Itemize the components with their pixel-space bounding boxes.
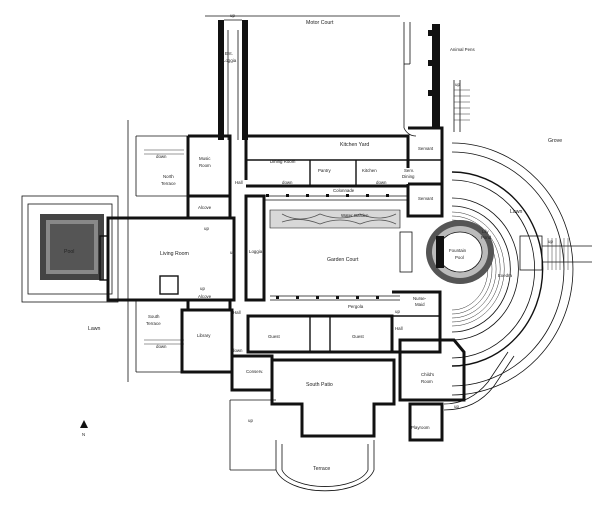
label-guest-1: Guest (268, 334, 280, 339)
label-servant-1: Servant (418, 146, 434, 151)
colonnade-and-garden-court (264, 194, 413, 301)
fountain-pool (426, 220, 494, 284)
label-motor-court: Motor Court (306, 20, 334, 26)
stair-mark-up: up (200, 286, 205, 291)
label-music-room-1: Music (199, 156, 211, 161)
stair-mark-down: down (156, 344, 167, 349)
label-alcove-north: Alcove (198, 205, 212, 210)
stair-mark-up: up (395, 309, 400, 314)
fireplace (159, 275, 179, 295)
label-servant-2: Servant (418, 196, 434, 201)
stair-marks: up up down down down up up up up down do… (156, 13, 553, 423)
label-water-garden: Water Garden (341, 213, 369, 218)
label-north-terrace-1: North (163, 174, 174, 179)
label-alcove-south: Alcove (198, 294, 212, 299)
label-lawn-west: Lawn (88, 326, 101, 332)
east-stair-steps (547, 238, 569, 270)
water-garden (269, 209, 401, 229)
pergola-columns (276, 296, 379, 299)
label-hall-south-east: Hall (395, 326, 403, 331)
southeast-drive (443, 351, 515, 411)
label-ent-loggia-2: Loggia (223, 58, 237, 63)
stair-mark-down: down (282, 180, 293, 185)
label-south-patio: South Patio (306, 382, 333, 388)
south-terrace-steps (144, 339, 184, 345)
label-lawn-east: Lawn (510, 209, 523, 215)
label-conserv: Conserv. (246, 369, 263, 374)
label-guest-2: Guest (352, 334, 364, 339)
label-loggia: Loggia (249, 249, 263, 254)
stair-mark-up: up (548, 239, 553, 244)
stair-mark-up: up (230, 13, 235, 18)
label-animal-pens: Animal Pens (450, 47, 475, 52)
label-music-room-2: Room (199, 163, 211, 168)
label-south-terrace-1: South (148, 314, 160, 319)
label-pantry: Pantry (318, 168, 331, 173)
animal-pens-wall (428, 24, 440, 128)
label-terrace: Terrace (313, 466, 330, 472)
north-terrace-steps (144, 149, 184, 155)
label-serv-dining-1: Serv. (404, 168, 414, 173)
label-lily-pond-2: Pond (481, 235, 492, 240)
motor-court-edges (205, 15, 417, 137)
stair-mark-down: down (156, 154, 167, 159)
label-library: Library (197, 333, 211, 338)
label-dining-room: Dining Room (270, 159, 296, 164)
label-ent-loggia-1: Ent. (225, 51, 233, 56)
label-hall-north: Hall (235, 180, 243, 185)
label-playroom: Playroom (411, 425, 430, 430)
label-exedra: Exedra (498, 273, 512, 278)
colonnade-columns (266, 194, 389, 197)
label-kitchen: Kitchen (362, 168, 377, 173)
stair-mark-down: down (376, 180, 387, 185)
label-nurse-maid-2: Maid (415, 302, 425, 307)
entrance-loggia (218, 19, 248, 140)
label-hall-south-west: Hall (233, 310, 241, 315)
label-north-terrace-2: Terrace (161, 181, 176, 186)
south-terrace (229, 399, 375, 492)
stair-mark-up: up (204, 226, 209, 231)
label-south-terrace-2: Terrace (146, 321, 161, 326)
main-house-walls (99, 126, 466, 442)
label-lily-pond-1: Lily (482, 229, 489, 234)
label-fountain-pool-2: Pool (455, 255, 464, 260)
stair-mark-up: up (230, 250, 235, 255)
label-kitchen-yard: Kitchen Yard (340, 142, 369, 148)
stair-mark-up: up (455, 82, 460, 87)
label-pergola: Pergola (348, 304, 364, 309)
stair-mark-up: up (248, 418, 253, 423)
stair-mark-down: down (232, 348, 243, 353)
stair-mark-up: up (454, 404, 459, 409)
label-garden-court: Garden Court (327, 257, 359, 263)
west-pool-area (21, 120, 188, 382)
label-serv-dining-2: Dining (402, 174, 415, 179)
grove-stair-steps (454, 89, 470, 121)
label-pool: Pool (64, 249, 74, 255)
label-north-symbol: N (82, 432, 85, 437)
label-living-room: Living Room (160, 251, 189, 257)
label-fountain-pool-1: Fountain (449, 248, 467, 253)
north-arrow-icon (80, 420, 88, 428)
label-nurse-maid-1: Nurse- (413, 296, 427, 301)
label-colonnade: Colonnade (333, 188, 355, 193)
label-grove: Grove (548, 138, 562, 144)
label-childs-room-1: Child's (421, 372, 435, 377)
label-childs-room-2: Room (421, 379, 433, 384)
